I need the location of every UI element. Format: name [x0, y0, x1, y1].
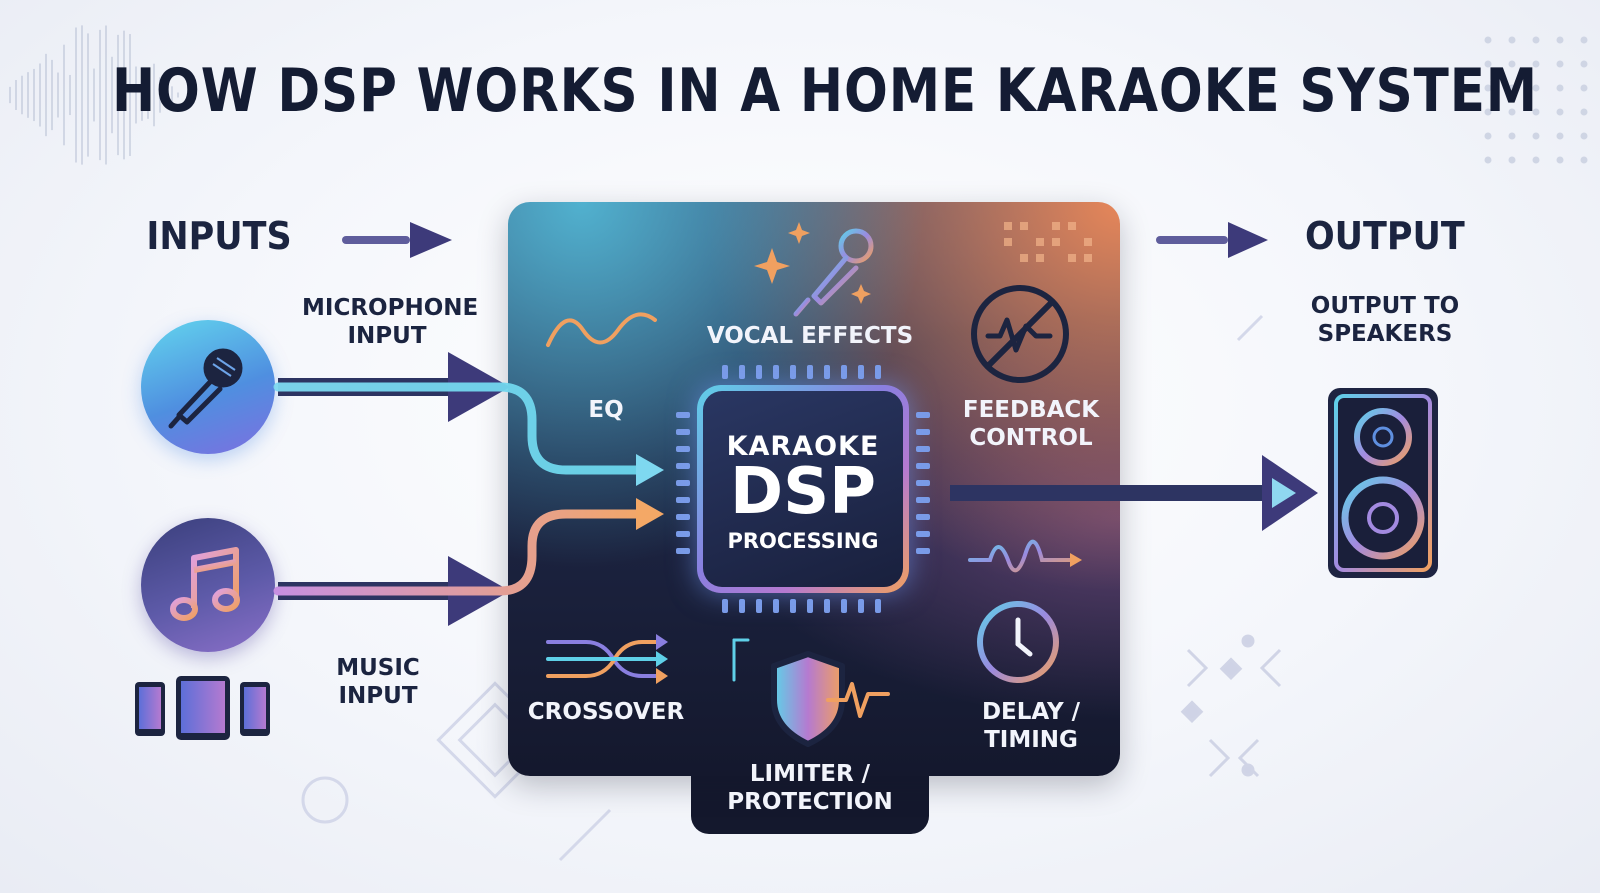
clock-icon — [977, 601, 1059, 683]
chip-pins — [676, 365, 930, 613]
devices-icon — [135, 676, 270, 740]
chip-label-dsp: DSP — [729, 455, 877, 529]
dsp-chip: KARAOKE DSP PROCESSING — [697, 385, 909, 593]
music-input-circle — [141, 518, 275, 652]
waveform-left-decoration — [10, 353, 495, 587]
speaker-icon — [1328, 388, 1438, 578]
music-note-icon — [170, 547, 240, 621]
shield-icon — [732, 638, 890, 747]
diamond-pattern-decoration — [1180, 634, 1282, 778]
inputs-heading: INPUTS — [146, 214, 292, 258]
sparkle-microphone-icon — [754, 222, 874, 317]
crossover-label: CROSSOVER — [527, 699, 685, 725]
inputs-heading-arrow — [342, 222, 452, 258]
music-signal-path — [273, 498, 664, 626]
delay-wave-icon — [968, 539, 1082, 573]
panel-dot-decoration — [1004, 222, 1092, 262]
dot-grid-decoration — [1484, 36, 1588, 164]
no-feedback-icon — [971, 285, 1069, 383]
page-title: HOW DSP WORKS IN A HOME KARAOKE SYSTEM — [112, 56, 1539, 126]
crossover-icon — [546, 634, 668, 684]
chip-label-processing: PROCESSING — [727, 529, 879, 553]
microphone-input-circle — [141, 320, 275, 454]
eq-label: EQ — [588, 397, 624, 423]
output-heading-arrow — [1156, 222, 1268, 258]
equalizer-icon — [546, 287, 657, 373]
delay-timing-label: DELAY /TIMING — [981, 699, 1081, 753]
waveform-top-decoration — [9, 25, 179, 165]
chip-label-karaoke: KARAOKE — [726, 431, 880, 462]
output-signal-path — [947, 455, 1318, 531]
limiter-protection-label: LIMITER /PROTECTION — [727, 761, 893, 815]
microphone-signal-path — [273, 352, 664, 486]
vocal-effects-label: VOCAL EFFECTS — [706, 323, 914, 349]
microphone-icon — [168, 348, 243, 429]
output-heading: OUTPUT — [1304, 214, 1465, 258]
